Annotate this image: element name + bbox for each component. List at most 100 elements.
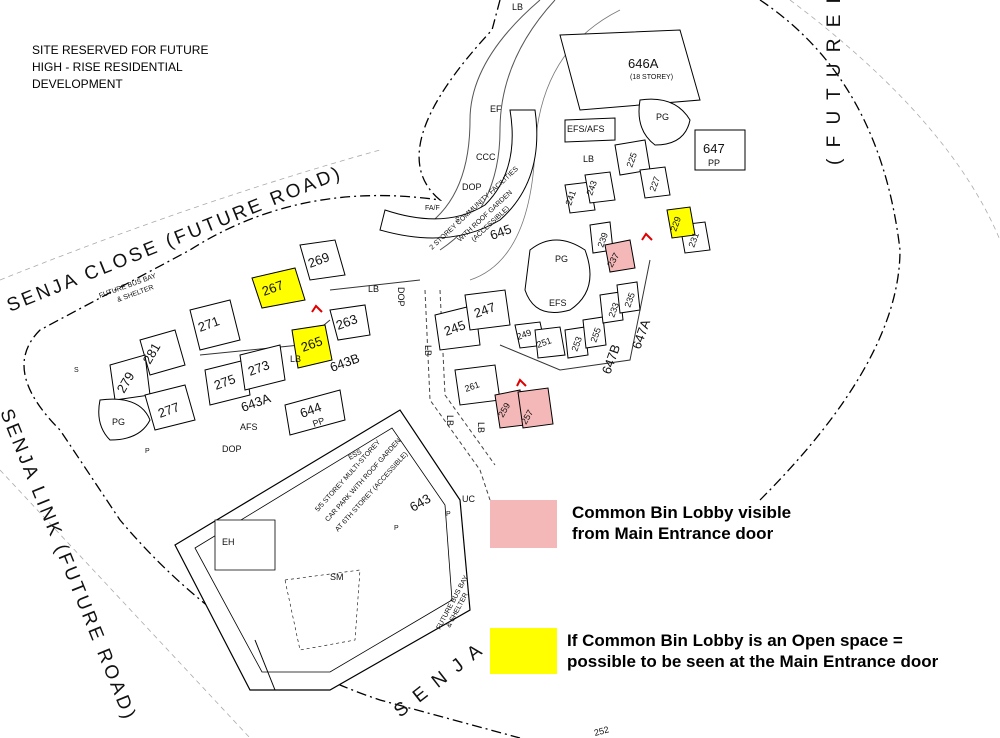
label-lb-7: LB [476, 422, 486, 433]
block-257 [517, 387, 554, 429]
label-fa-f: FA/F [425, 205, 440, 212]
legend-pink-line-2: from Main Entrance door [572, 524, 774, 543]
block-273 [239, 344, 286, 391]
label-p-1: P [145, 448, 150, 455]
label-269: 269 [306, 249, 332, 271]
label-efs-afs: EFS/AFS [567, 124, 605, 134]
block-647 [694, 129, 746, 171]
outer-dashed-line [0, 149, 381, 281]
label-647-pp: PP [708, 158, 720, 168]
label-lb-2: LB [290, 354, 301, 364]
block-247 [464, 289, 511, 331]
legend-swatch-yellow [490, 628, 557, 674]
label-243: 243 [584, 179, 599, 197]
label-645: 645 [488, 221, 514, 243]
yellow-blocks [251, 206, 696, 369]
label-p-3: P [446, 511, 451, 518]
label-643b: 643B [328, 350, 362, 374]
label-sm: SM [330, 572, 344, 582]
label-pg-2: PG [656, 112, 669, 122]
label-pg-3: PG [112, 417, 125, 427]
block-277 [144, 384, 196, 431]
outer-dashed-line [0, 469, 251, 738]
pg-area-3 [98, 398, 151, 441]
label-lb-6: LB [445, 415, 455, 426]
entrance-markers [311, 232, 653, 387]
block-229 [666, 206, 696, 239]
label-lb-1: LB [368, 284, 379, 294]
block-267 [251, 267, 306, 309]
block-265 [291, 324, 333, 369]
label-efs: EFS [549, 298, 567, 308]
inner-road [419, 0, 541, 231]
label-227: 227 [647, 175, 662, 193]
label-18-storey: (18 STOREY) [630, 74, 673, 81]
legend-pink-line-1: Common Bin Lobby visible [572, 503, 792, 522]
road-label-senja: S E N J A [390, 639, 488, 722]
label-247: 247 [472, 299, 498, 321]
site-note-line-3: DEVELOPMENT [32, 77, 123, 91]
label-225: 225 [624, 151, 639, 169]
label-251: 251 [535, 335, 553, 350]
site-boundary [23, 0, 521, 738]
label-lb-3: LB [583, 154, 594, 164]
label-263: 263 [334, 311, 360, 333]
site-note-line-2: HIGH - RISE RESIDENTIAL [32, 60, 183, 74]
outer-dashed-line [789, 0, 1000, 241]
label-255: 255 [588, 326, 603, 344]
pg-area-2 [638, 98, 691, 146]
legend-label-yellow: If Common Bin Lobby is an Open space = p… [567, 630, 938, 672]
label-644: 644 [298, 399, 324, 421]
block-235 [616, 281, 641, 314]
label-273: 273 [246, 357, 272, 379]
legend-swatch-pink [490, 500, 557, 548]
block-646a [559, 29, 701, 111]
block-269 [299, 239, 346, 281]
label-239: 239 [595, 231, 610, 249]
label-275: 275 [212, 371, 238, 393]
label-241: 241 [563, 189, 578, 207]
label-ccc: CCC [476, 152, 496, 162]
label-dop-3: DOP [462, 182, 482, 192]
block-644 [284, 389, 346, 436]
community-facilities-building [379, 109, 538, 239]
site-note-line-1: SITE RESERVED FOR FUTURE [32, 43, 209, 57]
label-dop-2: DOP [396, 287, 406, 307]
label-235: 235 [622, 291, 637, 309]
label-s-2: S [74, 367, 79, 374]
site-boundary-right [759, 0, 901, 501]
label-afs: AFS [240, 422, 258, 432]
legend-label-pink: Common Bin Lobby visible from Main Entra… [572, 502, 791, 544]
walkway [424, 289, 491, 501]
block-253 [564, 326, 589, 359]
block-237 [604, 239, 636, 273]
block-263 [329, 304, 371, 341]
block-255 [582, 316, 607, 349]
label-647b: 647B [599, 342, 623, 376]
label-245: 245 [442, 317, 468, 339]
label-bottom-252: 252 [593, 724, 610, 738]
block-233 [599, 291, 624, 324]
label-lb-4: LB [512, 2, 523, 12]
label-647: 647 [703, 141, 725, 156]
pink-blocks [494, 239, 636, 429]
legend-yellow-line-1: If Common Bin Lobby is an Open space = [567, 631, 903, 650]
block-271 [189, 299, 241, 351]
label-271: 271 [196, 313, 222, 335]
label-lb-5: LB [423, 345, 433, 356]
pg-circle-area [524, 239, 591, 313]
block-227 [639, 166, 671, 199]
label-265: 265 [299, 333, 325, 355]
label-p-2: P [394, 525, 399, 532]
block-251 [534, 326, 566, 359]
block-275 [204, 359, 251, 406]
label-uc: UC [462, 494, 475, 504]
label-646a: 646A [628, 56, 659, 71]
label-249: 249 [515, 327, 533, 342]
label-233: 233 [606, 301, 621, 319]
efs-afs-box [564, 117, 616, 143]
label-dop-1: DOP [222, 444, 242, 454]
road-label-future-right: ( F U T U R E R [824, 0, 845, 165]
legend-yellow-line-2: possible to be seen at the Main Entrance… [567, 652, 939, 671]
